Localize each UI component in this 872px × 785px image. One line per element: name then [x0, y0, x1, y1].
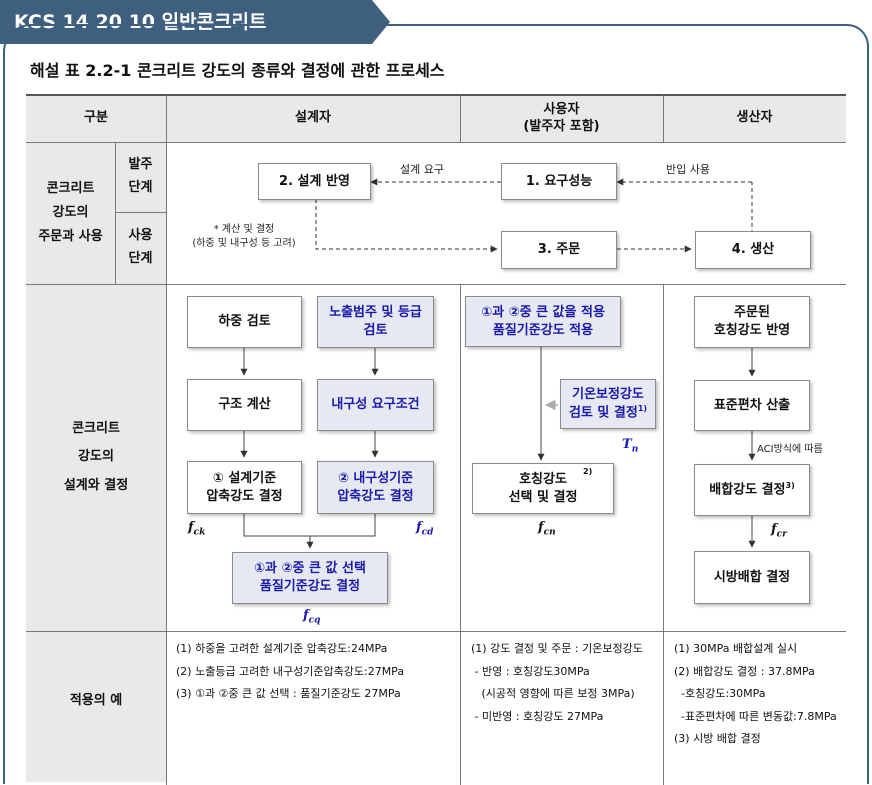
box-temperature-correction: 기온보정강도 검토 및 결정1) [560, 379, 656, 429]
stage-divider [115, 212, 166, 213]
example-line: (2) 노출등급 고려한 내구성기준압축강도:27MPa [176, 664, 405, 678]
box-durability-strength: ② 내구성기준 압축강도 결정 [317, 461, 434, 514]
code-title: KCS 14 20 10 일반콘크리트 [14, 11, 267, 33]
connector-arrows [240, 178, 756, 549]
box-std-deviation: 표준편차 산출 [694, 380, 810, 431]
symbol-fck: fck [188, 520, 206, 538]
example-line: - 미반영 : 호칭강도 27MPa [471, 709, 604, 723]
label-aci-method: ACI방식에 따름 [757, 444, 823, 455]
examples-producer: (1) 30MPa 배합설계 실시 (2) 배합강도 결정 : 37.8MPa … [674, 638, 837, 751]
header-divider [26, 142, 846, 143]
header-producer: 생산자 [736, 110, 773, 126]
col-divider-1 [166, 95, 167, 785]
box-durability-requirement: 내구성 요구조건 [317, 379, 434, 431]
symbol-fcq: fcq [303, 608, 321, 626]
box-design-reflect: 2. 설계 반영 [258, 163, 371, 200]
symbol-tn: Tn [622, 437, 639, 455]
box-design-strength: ① 설계기준 압축강도 결정 [187, 461, 302, 514]
table-title: 해설 표 2.2-1 콘크리트 강도의 종류와 결정에 관한 프로세스 [30, 61, 445, 80]
box-structural-calc: 구조 계산 [187, 379, 302, 431]
table-top-border [26, 94, 846, 96]
label-calc-note: * 계산 및 결정 (하중 및 내구성 등 고려) [192, 224, 296, 249]
header-band [26, 95, 846, 142]
title-banner [0, 0, 390, 44]
box-trial-mix: 시방배합 결정 [694, 551, 810, 604]
example-line: -호칭강도:30MPa [674, 687, 766, 700]
box-exposure-review: 노출범주 및 등급 검토 [317, 296, 434, 348]
box-load-review: 하중 검토 [187, 296, 302, 348]
col-divider-3 [663, 284, 664, 785]
row-examples: 적용의 예 [69, 692, 123, 708]
page-frame [3, 24, 869, 784]
col-divider-3-header [663, 95, 664, 142]
box-mix-strength: 배합강도 결정3) [694, 464, 810, 516]
box-apply-larger-value: ①과 ②중 큰 값을 적용 품질기준강도 적용 [465, 296, 621, 347]
box-ordered-nominal: 주문된 호칭강도 반영 [694, 296, 810, 348]
example-line: (1) 강도 결정 및 주문 : 기온보정강도 [471, 642, 643, 655]
example-line: (1) 하중을 고려한 설계기준 압축강도:24MPa [176, 642, 388, 655]
box-production: 4. 생산 [695, 231, 811, 269]
example-line: - 반영 : 호칭강도30MPa [471, 664, 590, 678]
symbol-fcn: fcn [538, 520, 556, 538]
row-divider-1 [26, 284, 846, 285]
header-category: 구분 [84, 110, 108, 126]
row-order-stage: 발주 단계 [128, 157, 153, 195]
row-order-use: 콘크리트 강도의 주문과 사용 [38, 180, 103, 245]
row-design-decision: 콘크리트 강도의 설계와 결정 [63, 420, 129, 493]
label-delivery-use: 반입 사용 [666, 163, 710, 176]
symbol-fcd: fcd [416, 520, 434, 538]
example-line: (3) 시방 배합 결정 [674, 732, 761, 745]
header-user: 사용자 (발주자 포함) [523, 101, 600, 134]
col-divider-2 [460, 284, 461, 785]
stage-col-divider [115, 142, 116, 284]
box-nominal-strength: 호칭강도 선택 및 결정 [472, 463, 614, 514]
row-label-band [26, 142, 166, 782]
symbol-fcr: fcr [771, 522, 787, 540]
example-line: (2) 배합강도 결정 : 37.8MPa [674, 664, 815, 678]
example-line: -표준편차에 따른 변동값:7.8MPa [674, 709, 837, 723]
example-line: (시공적 영향에 따른 보정 3MPa) [471, 687, 635, 700]
nominal-footnote: 2) [583, 467, 593, 476]
box-quality-strength-select: ①과 ②중 큰 값 선택 품질기준강도 결정 [232, 552, 388, 604]
row-divider-2 [26, 631, 846, 632]
col-divider-2-header [460, 95, 461, 142]
examples-designer: (1) 하중을 고려한 설계기준 압축강도:24MPa (2) 노출등급 고려한… [176, 638, 404, 706]
box-required-performance: 1. 요구성능 [501, 163, 617, 200]
label-design-request: 설계 요구 [400, 163, 444, 176]
box-order: 3. 주문 [501, 231, 617, 269]
row-use-stage: 사용 단계 [128, 228, 153, 266]
header-designer: 설계자 [295, 110, 331, 126]
example-line: (3) ①과 ②중 큰 값 선택 : 품질기준강도 27MPa [176, 687, 401, 700]
examples-user: (1) 강도 결정 및 주문 : 기온보정강도 - 반영 : 호칭강도30MPa… [471, 638, 643, 728]
example-line: (1) 30MPa 배합설계 실시 [674, 642, 798, 655]
